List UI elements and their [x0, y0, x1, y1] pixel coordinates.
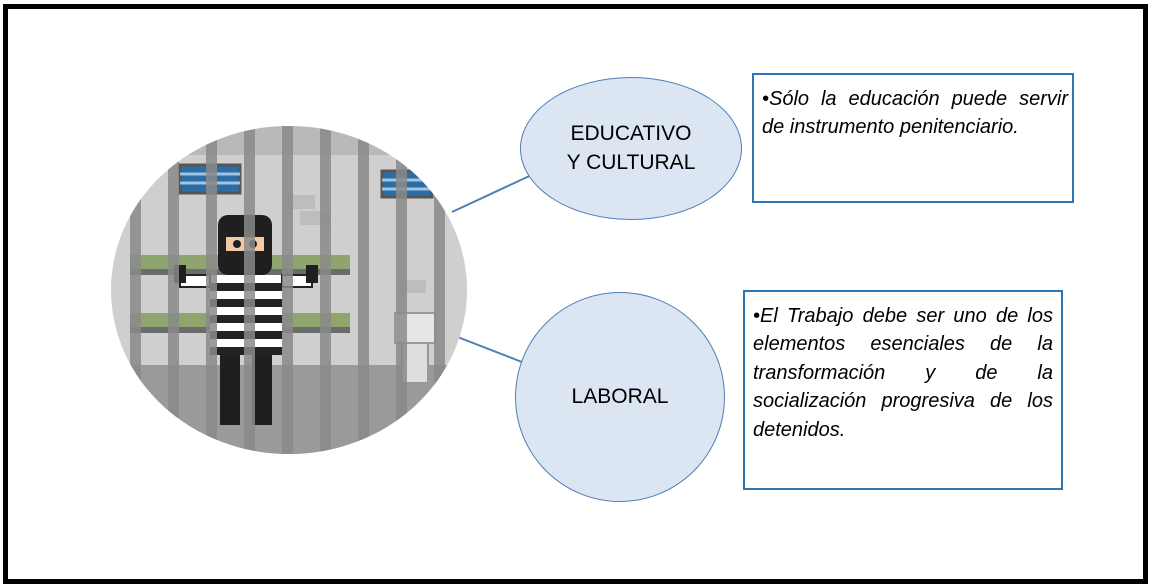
node-educativo-line2: Y CULTURAL	[566, 150, 696, 174]
node-educativo-line1: EDUCATIVO	[570, 122, 692, 146]
node-educativo-cultural: EDUCATIVO Y CULTURAL	[520, 77, 742, 220]
prisoner-illustration	[111, 126, 467, 454]
note-educativo: •Sólo la educación puede servir de instr…	[752, 73, 1074, 203]
connector-educativo	[451, 171, 539, 213]
node-laboral: LABORAL	[515, 292, 725, 502]
node-laboral-label: LABORAL	[571, 384, 669, 408]
note-laboral: •El Trabajo debe ser uno de los elemento…	[743, 290, 1063, 490]
connector-laboral	[454, 335, 523, 363]
note-educativo-text: •Sólo la educación puede servir de instr…	[762, 88, 1068, 139]
cell-bars	[130, 126, 445, 454]
note-laboral-text: •El Trabajo debe ser uno de los elemento…	[753, 305, 1053, 441]
